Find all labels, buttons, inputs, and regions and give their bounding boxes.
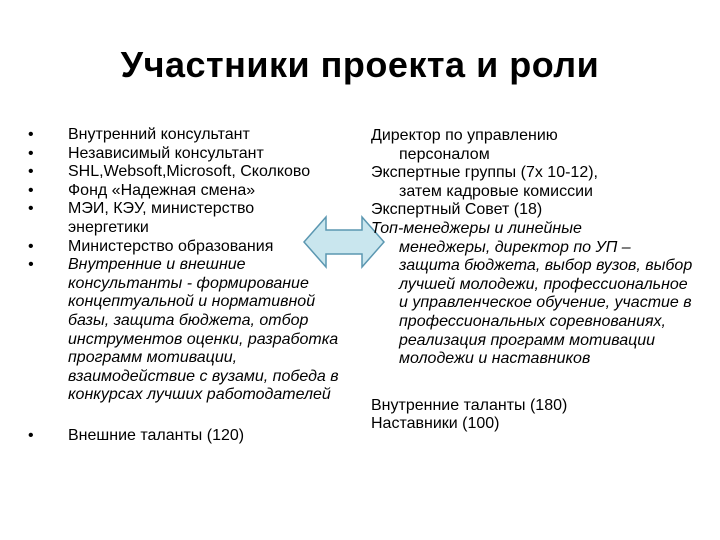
top-managers-line: Топ-менеджеры и линейные	[371, 219, 582, 237]
director-line: Директор по управлению	[371, 127, 558, 144]
mentors-line: Наставники (100)	[371, 415, 500, 433]
list-item: Внутренние и внешние консультанты - форм…	[22, 256, 362, 405]
expert-groups-line-cont: затем кадровые комиссии	[399, 182, 593, 200]
expert-groups-line: Экспертные группы (7х 10-12),	[371, 164, 598, 182]
internal-talents-line: Внутренние таланты (180)	[371, 396, 568, 414]
top-managers-line-cont: менеджеры, директор по УП – защита бюдже…	[399, 238, 693, 368]
page-title: Участники проекта и роли	[120, 44, 600, 85]
list-item: Министерство образования	[22, 238, 362, 257]
list-item: Независимый консультант	[22, 145, 362, 164]
list-item: МЭИ, КЭУ, министерство энергетики	[22, 200, 362, 237]
list-item: SHL,Websoft,Microsoft, Сколково	[22, 163, 362, 182]
list-item: Внутренний консультант	[22, 126, 362, 145]
double-arrow-shape	[303, 215, 385, 269]
expert-council-line: Экспертный Совет (18)	[371, 201, 543, 219]
double-arrow-icon	[303, 215, 385, 269]
list-item: Фонд «Надежная смена»	[22, 182, 362, 201]
left-list: Внутренний консультант Независимый консу…	[22, 126, 362, 446]
director-line-cont: персоналом	[399, 145, 490, 163]
list-item: Внешние таланты (120)	[22, 427, 362, 446]
right-column: Директор по управлению персоналом Экспер…	[371, 127, 701, 434]
